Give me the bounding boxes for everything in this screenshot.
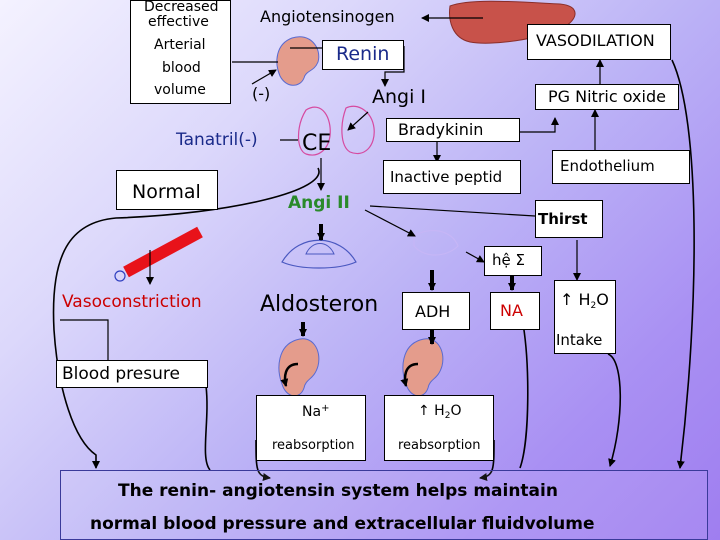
summary-line2: normal blood pressure and extracellular … [90, 514, 595, 534]
tanatril-label: Tanatril(-) [176, 130, 258, 150]
angi-1-label: Angi I [372, 86, 427, 108]
vessel-end [114, 270, 126, 282]
normal-label: Normal [132, 181, 201, 203]
blood-volume-line1: Decreased [144, 0, 219, 15]
ce-label: CE [302, 131, 332, 156]
renin-box [322, 40, 404, 70]
kidney-renin-icon [276, 36, 320, 86]
blood-volume-line5: volume [154, 82, 206, 98]
h2o-reabsorption-line2: reabsorption [398, 438, 481, 453]
inactive-peptid-label: Inactive peptid [390, 168, 503, 186]
renin-label: Renin [336, 43, 390, 65]
kidney-h2o-icon [402, 338, 444, 397]
angiotensinogen-label: Angiotensinogen [260, 7, 395, 26]
pg-nitric-label: PG Nitric oxide [548, 87, 666, 106]
kidney-na-icon [278, 338, 320, 397]
vasoconstriction-label: Vasoconstriction [62, 292, 202, 312]
blood-pressure-box [56, 360, 208, 388]
h2o-reabsorption-label: ↑ H2O [418, 403, 462, 421]
blood-volume-box [130, 0, 231, 104]
blood-pressure-label: Blood presure [62, 364, 180, 384]
na-reabsorption-line2: reabsorption [272, 438, 355, 453]
h2o-intake-label: ↑ H2O [560, 290, 609, 311]
adh-box [402, 292, 470, 330]
blood-volume-line3: Arterial [154, 37, 206, 53]
blood-volume-line4: blood [162, 60, 201, 76]
he-sigma-box [484, 246, 542, 276]
normal-box [116, 170, 218, 210]
vasodilation-box [527, 24, 671, 60]
na-reabsorption-box [256, 395, 366, 461]
endothelium-box [552, 150, 690, 184]
na-label: NA [500, 301, 523, 320]
angi-2-label: Angi II [288, 193, 350, 213]
thirst-label: Thirst [538, 210, 588, 228]
h2o-intake-box [554, 280, 616, 354]
thirst-box [535, 200, 603, 238]
intake-label: Intake [556, 331, 603, 349]
lungs-icon [297, 105, 375, 156]
pg-nitric-box [535, 84, 679, 110]
blood-volume-line2: effective [148, 14, 209, 30]
adh-label: ADH [415, 302, 451, 321]
inactive-peptid-box [383, 160, 521, 194]
na-reabsorption-label: Na+ [302, 403, 330, 420]
inhibit-mark: (-) [252, 84, 271, 103]
vasodilation-label: VASODILATION [536, 31, 655, 50]
summary-line1: The renin- angiotensin system helps main… [118, 481, 558, 501]
aldosteron-label: Aldosteron [260, 292, 379, 317]
summary-box [60, 470, 708, 540]
feedback-loop-left [52, 167, 320, 469]
bradykinin-box [386, 118, 520, 142]
adrenal-inner-icon [305, 243, 335, 255]
blood-vessel [123, 226, 203, 278]
h2o-reabsorption-box [384, 395, 494, 461]
na-box [490, 292, 540, 330]
endothelium-label: Endothelium [560, 157, 655, 175]
he-sigma-label: hệ Σ [492, 251, 525, 269]
hypothalamus-icon [413, 229, 459, 256]
bradykinin-label: Bradykinin [398, 120, 484, 139]
adrenal-icon [281, 239, 357, 269]
